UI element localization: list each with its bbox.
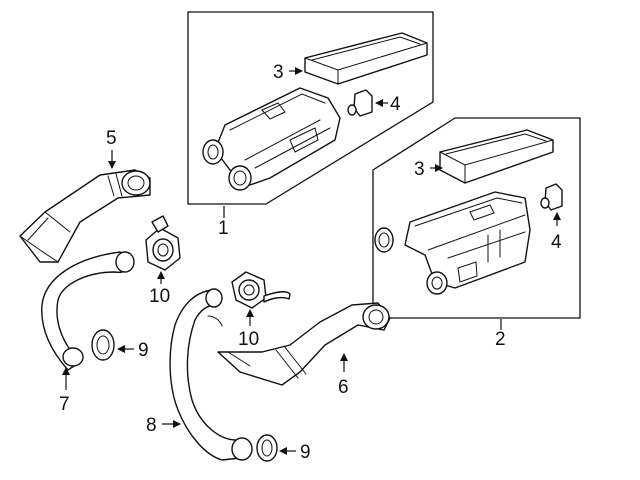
callout-2: 2	[495, 329, 506, 350]
callout-3-right: 3	[414, 159, 425, 180]
intake-duct-6	[217, 302, 391, 386]
callout-4-right: 4	[551, 232, 562, 253]
callout-9-left: 9	[138, 340, 149, 361]
callout-10-middle: 10	[238, 329, 259, 350]
sensor-upper	[347, 89, 373, 117]
callout-1: 1	[218, 218, 229, 239]
assembly-2-group	[372, 117, 581, 330]
mass-airflow-sensor-left	[145, 215, 181, 284]
air-cleaner-housing-right	[374, 191, 531, 295]
assembly-2-frame	[372, 117, 581, 319]
callout-9-right: 9	[300, 442, 311, 463]
clamp-9-right	[256, 434, 296, 462]
air-cleaner-housing-upper	[202, 87, 341, 191]
callout-7: 7	[59, 394, 70, 415]
callout-4-upper: 4	[390, 94, 401, 115]
callout-8: 8	[146, 415, 157, 436]
air-filter-element-upper	[304, 32, 428, 85]
callout-6: 6	[338, 377, 349, 398]
air-filter-element-right	[439, 129, 554, 184]
sensor-right	[540, 183, 563, 211]
intake-duct-5	[19, 150, 151, 263]
mass-airflow-sensor-middle	[231, 271, 291, 326]
hose-7	[41, 251, 135, 390]
assembly-1-group	[187, 11, 434, 218]
clamp-9-left	[91, 329, 134, 361]
callout-10-left: 10	[149, 286, 170, 307]
callout-3-upper: 3	[273, 62, 284, 83]
hose-8	[162, 288, 253, 461]
callout-5: 5	[106, 128, 117, 149]
assembly-1-frame	[187, 11, 434, 205]
